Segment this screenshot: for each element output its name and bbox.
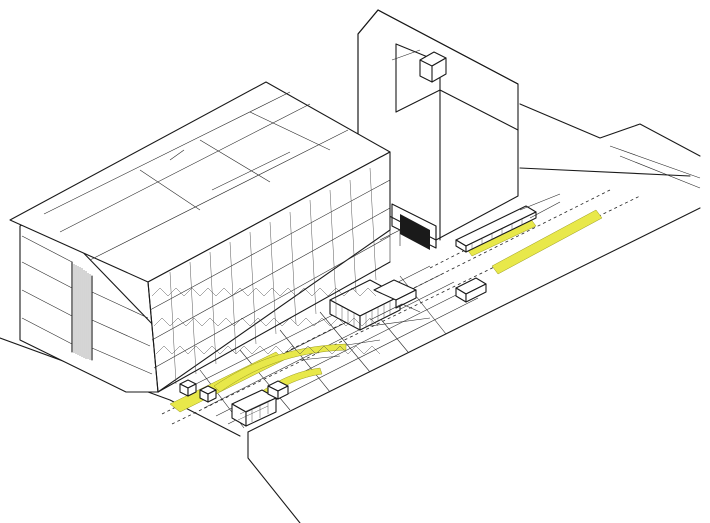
street-edge-mid-right bbox=[519, 167, 691, 177]
plaza-furniture bbox=[179, 193, 561, 427]
street-edge-front bbox=[247, 207, 701, 433]
tall-building bbox=[357, 9, 519, 250]
street-line-right-2 bbox=[619, 155, 701, 189]
block-corner-front bbox=[247, 431, 301, 523]
street-line-right-1 bbox=[609, 145, 701, 179]
highlight-curve-1 bbox=[213, 343, 347, 393]
street-edge-left bbox=[0, 337, 241, 437]
main-building bbox=[9, 81, 401, 393]
highlight-strip-3 bbox=[491, 209, 603, 275]
street-edge-back-right bbox=[519, 103, 701, 157]
